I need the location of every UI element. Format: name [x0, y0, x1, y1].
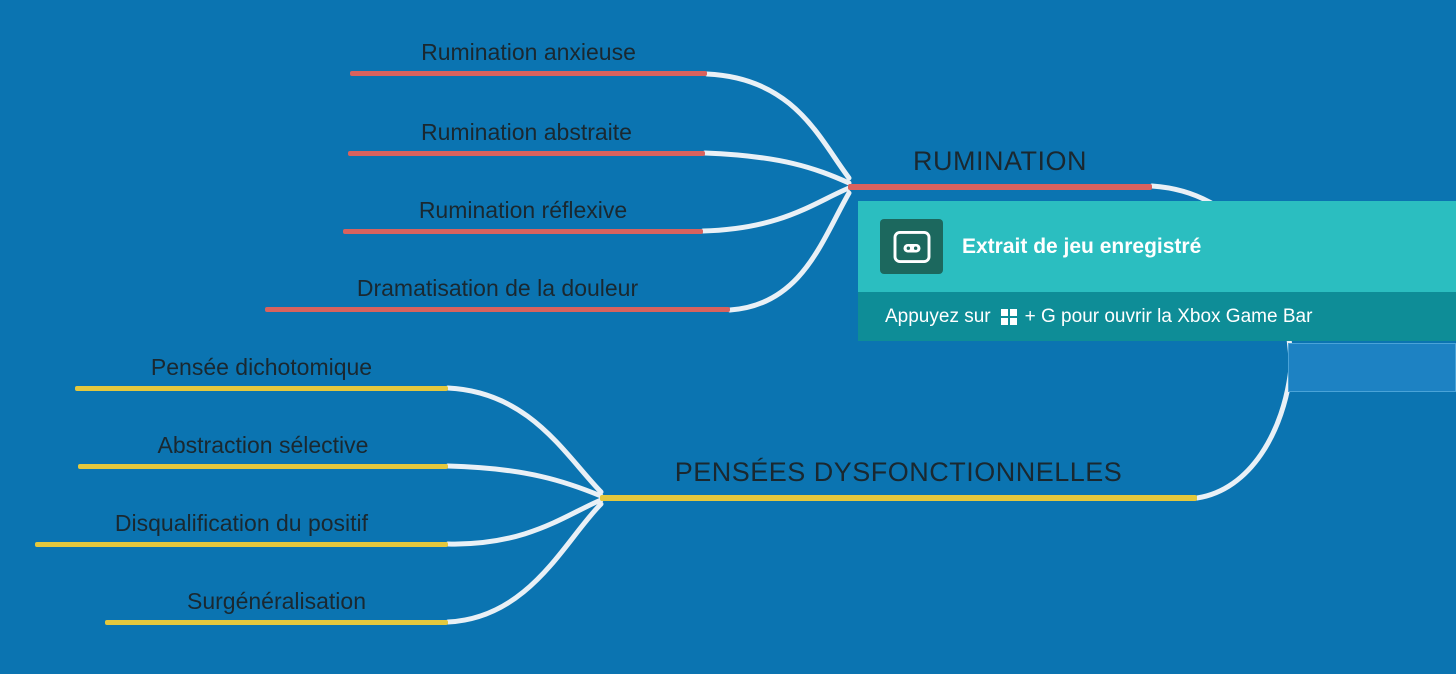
connector-curve: [445, 497, 604, 547]
node-underline: [848, 184, 1152, 190]
mindmap-node-pensee-dichotomique[interactable]: Pensée dichotomique: [75, 349, 448, 391]
node-label: Surgénéralisation: [186, 588, 366, 614]
mindmap-node-abstraction-selective[interactable]: Abstraction sélective: [78, 427, 448, 469]
mindmap-node-surgeneralisation[interactable]: Surgénéralisation: [105, 583, 448, 625]
node-label: Disqualification du positif: [114, 510, 369, 536]
toast-subtitle-suffix: + G pour ouvrir la Xbox Game Bar: [1024, 305, 1313, 327]
node-label: Rumination abstraite: [421, 119, 632, 145]
game-clip-icon: [880, 219, 943, 274]
node-label: Abstraction sélective: [157, 432, 369, 458]
node-label: Dramatisation de la douleur: [356, 275, 639, 301]
root-node[interactable]: [1288, 343, 1456, 392]
connector-curve: [702, 150, 852, 186]
node-label: Pensée dichotomique: [150, 354, 373, 380]
toast-subtitle-prefix: Appuyez sur: [885, 305, 991, 327]
node-label: Rumination anxieuse: [421, 39, 636, 65]
node-underline: [265, 307, 730, 312]
connector-curve: [704, 71, 852, 181]
node-underline: [343, 229, 703, 234]
windows-logo-icon: [1000, 308, 1017, 325]
node-underline: [78, 464, 448, 469]
connector-curve: [445, 385, 604, 495]
mindmap-node-dramatisation-douleur[interactable]: Dramatisation de la douleur: [265, 270, 730, 312]
node-underline: [348, 151, 705, 156]
connector-curve: [727, 190, 852, 313]
connector-curve: [1194, 365, 1294, 501]
node-label: RUMINATION: [913, 145, 1087, 176]
mindmap-node-rumination-abstraite[interactable]: Rumination abstraite: [348, 114, 705, 156]
node-underline: [75, 386, 448, 391]
connector-curve: [445, 463, 604, 499]
node-underline: [350, 71, 707, 76]
mindmap-node-rumination-anxieuse[interactable]: Rumination anxieuse: [350, 34, 707, 76]
xbox-game-bar-toast[interactable]: Extrait de jeu enregistré Appuyez sur + …: [858, 201, 1456, 341]
toast-title: Extrait de jeu enregistré: [962, 234, 1202, 258]
mindmap-node-rumination[interactable]: RUMINATION: [848, 138, 1152, 190]
node-underline: [35, 542, 448, 547]
mindmap-node-rumination-reflexive[interactable]: Rumination réflexive: [343, 192, 703, 234]
node-underline: [105, 620, 448, 625]
node-underline: [600, 495, 1197, 501]
toast-header: Extrait de jeu enregistré: [858, 201, 1456, 292]
node-label: Rumination réflexive: [418, 197, 628, 223]
mindmap-node-pensees-dysfonctionnelles[interactable]: PENSÉES DYSFONCTIONNELLES: [600, 449, 1197, 501]
connector-curve: [445, 501, 604, 625]
connector-curve: [700, 185, 852, 234]
toast-subtitle: Appuyez sur + G pour ouvrir la Xbox Game…: [858, 292, 1456, 341]
node-label: PENSÉES DYSFONCTIONNELLES: [674, 456, 1123, 487]
mindmap-node-disqualification-positif[interactable]: Disqualification du positif: [35, 505, 448, 547]
